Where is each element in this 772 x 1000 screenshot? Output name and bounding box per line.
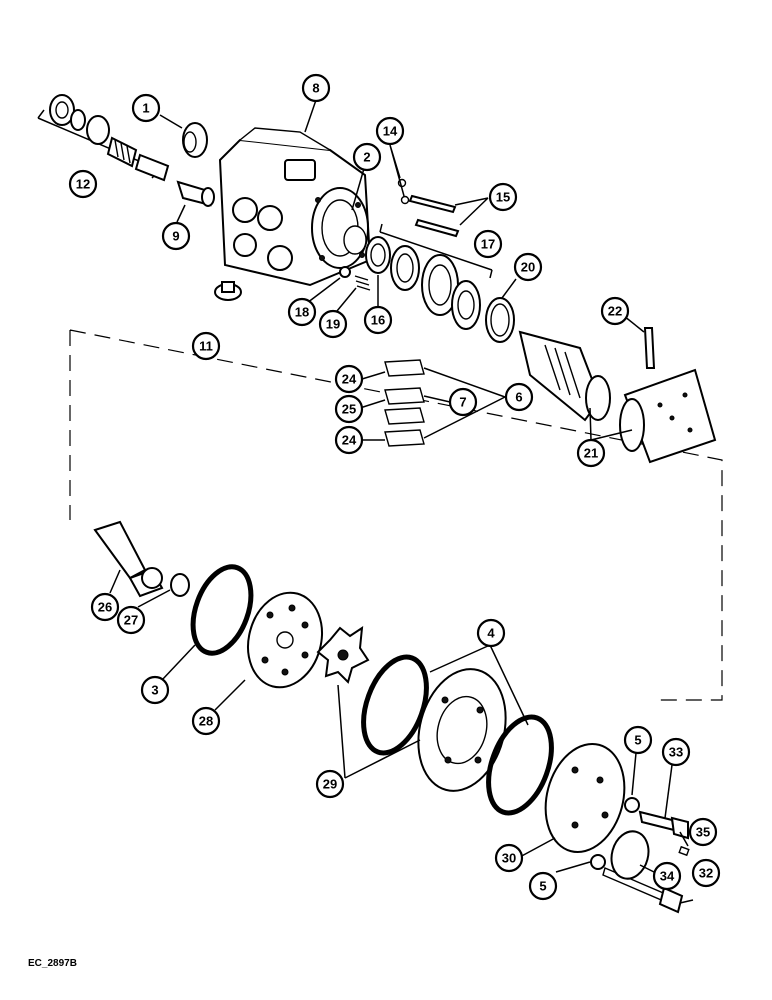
callout-22: 22 [600,296,630,326]
svg-text:11: 11 [199,339,213,354]
svg-text:28: 28 [199,714,213,729]
callout-24-bottom: 24 [334,425,364,455]
svg-text:32: 32 [699,866,713,881]
valve-housing [218,127,372,287]
callout-24-top: 24 [334,364,364,394]
svg-text:3: 3 [151,683,158,698]
callout-18: 18 [287,297,317,327]
callout-28: 28 [191,706,221,736]
gerotor-set [316,625,507,792]
callout-26: 26 [90,592,120,622]
drive-shaft [93,520,164,598]
svg-text:5: 5 [634,733,641,748]
figure-reference-code: EC_2897B [28,958,77,969]
o-ring-large [486,714,554,816]
assembly-guide-dashed-line [69,329,723,701]
cap-disc-and-plug [610,830,690,880]
callout-25: 25 [334,394,364,424]
svg-text:33: 33 [669,745,683,760]
svg-text:29: 29 [323,777,337,792]
callout-6: 6 [504,382,534,412]
callout-34: 34 [652,861,682,891]
svg-text:9: 9 [172,229,179,244]
cross-pin [643,327,656,369]
svg-text:7: 7 [459,395,466,410]
svg-text:22: 22 [608,304,622,319]
callout-5-top: 5 [623,725,653,755]
svg-text:19: 19 [326,317,340,332]
callout-30: 30 [494,843,524,873]
callout-21: 21 [576,438,606,468]
end-cap [544,742,626,854]
callout-14: 14 [375,116,405,146]
spool-and-sleeve [518,330,717,464]
callout-9: 9 [161,221,191,251]
callout-33: 33 [661,737,691,767]
callout-1: 1 [131,93,161,123]
thrust-bearing-set [379,223,493,330]
retaining-ring [182,122,208,158]
svg-text:8: 8 [312,81,319,96]
callout-5-bottom: 5 [528,871,558,901]
plug [214,281,242,301]
bearing-race [485,297,515,343]
ball-spring-seal [339,236,391,291]
spool-assembly [37,94,170,182]
callout-35: 35 [688,817,718,847]
svg-text:4: 4 [487,626,495,641]
svg-text:26: 26 [98,600,112,615]
callout-32: 32 [691,858,721,888]
svg-text:18: 18 [295,305,309,320]
callout-4: 4 [476,618,506,648]
callout-12: 12 [68,169,98,199]
callout-3: 3 [140,675,170,705]
callout-27: 27 [116,605,146,635]
svg-text:30: 30 [502,851,516,866]
spacer-plate [247,591,323,689]
svg-text:16: 16 [371,313,385,328]
o-ring-small [190,564,254,656]
svg-text:15: 15 [496,190,510,205]
callout-11: 11 [191,331,221,361]
callout-16: 16 [363,305,393,335]
svg-text:1: 1 [142,101,149,116]
svg-text:5: 5 [539,879,546,894]
svg-text:24: 24 [342,433,357,448]
callout-8: 8 [301,73,331,103]
callout-20: 20 [513,252,543,282]
callout-leaders [109,99,694,904]
callout-29: 29 [315,769,345,799]
svg-text:34: 34 [660,869,675,884]
callout-19: 19 [318,309,348,339]
spacer [170,573,190,597]
svg-text:2: 2 [363,150,370,165]
callout-2: 2 [352,142,382,172]
svg-text:20: 20 [521,260,535,275]
check-fitting [176,180,215,207]
svg-text:17: 17 [481,237,495,252]
svg-text:27: 27 [124,613,138,628]
svg-text:24: 24 [342,372,357,387]
svg-text:35: 35 [696,825,710,840]
ball-and-pins [397,178,460,238]
callout-17: 17 [473,229,503,259]
svg-text:14: 14 [383,124,398,139]
svg-text:21: 21 [584,446,598,461]
callout-15: 15 [488,182,518,212]
centering-springs [384,359,425,447]
svg-text:6: 6 [515,390,522,405]
callout-7: 7 [448,387,478,417]
svg-text:12: 12 [76,177,90,192]
svg-text:25: 25 [342,402,356,417]
